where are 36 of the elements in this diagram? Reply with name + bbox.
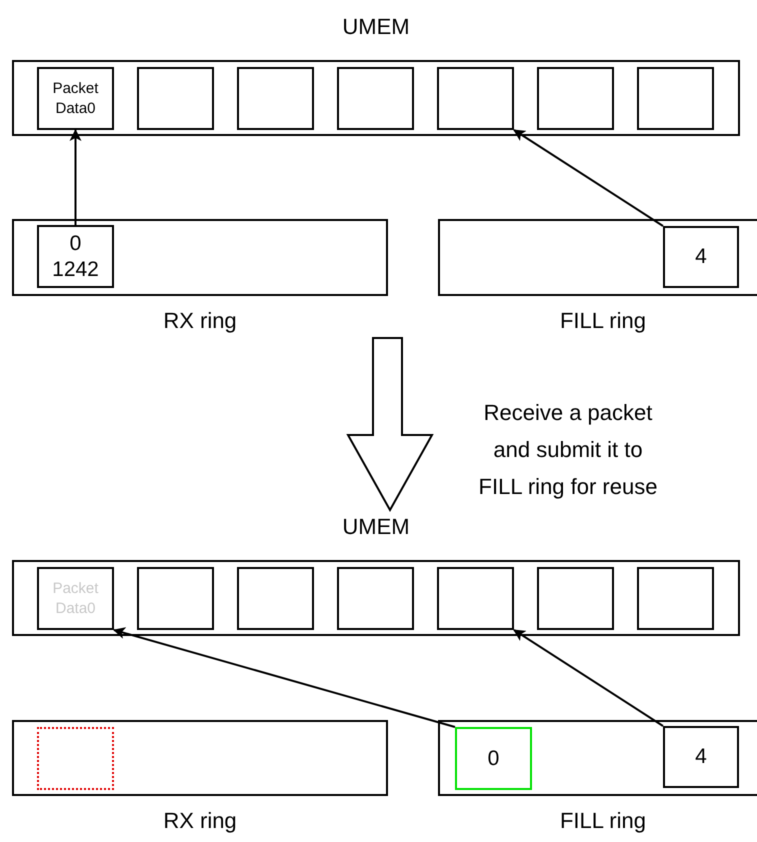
arrow: [70, 129, 82, 225]
buffer-slot: [37, 567, 114, 630]
arrow: [513, 629, 664, 727]
ring-label: FILL ring: [558, 808, 647, 834]
empty-slot: [337, 67, 414, 130]
buffer-slot: [37, 67, 114, 130]
step-note: Receive a packet and submit it to FILL ring for reuse: [478, 399, 658, 501]
buffer-slot: [663, 726, 739, 788]
empty-slot: [237, 567, 314, 630]
arrow: [113, 627, 456, 728]
slot-text: 1242: [52, 256, 99, 282]
ring-label: RX ring: [162, 308, 238, 334]
slot-text: Packet Data0: [52, 78, 100, 118]
slot-text: 0: [488, 746, 500, 772]
arrow: [513, 129, 664, 227]
empty-slot: [637, 67, 714, 130]
empty-slot: [237, 67, 314, 130]
ring-label: UMEM: [341, 14, 411, 40]
ring-label: UMEM: [341, 514, 411, 540]
buffer-slot: [663, 226, 739, 288]
empty-slot: [437, 67, 514, 130]
empty-slot: [37, 727, 114, 790]
empty-slot: [637, 567, 714, 630]
empty-slot: [537, 67, 614, 130]
ring-label: RX ring: [162, 808, 238, 834]
slot-text: 4: [695, 244, 707, 270]
empty-slot: [337, 567, 414, 630]
empty-slot: [137, 67, 214, 130]
empty-slot: [537, 567, 614, 630]
buffer-slot: [37, 225, 114, 288]
ring-label: FILL ring: [558, 308, 647, 334]
slot-text: 4: [695, 744, 707, 770]
empty-slot: [137, 567, 214, 630]
empty-slot: [437, 567, 514, 630]
buffer-slot: [455, 727, 532, 790]
slot-text: 0: [70, 230, 82, 256]
